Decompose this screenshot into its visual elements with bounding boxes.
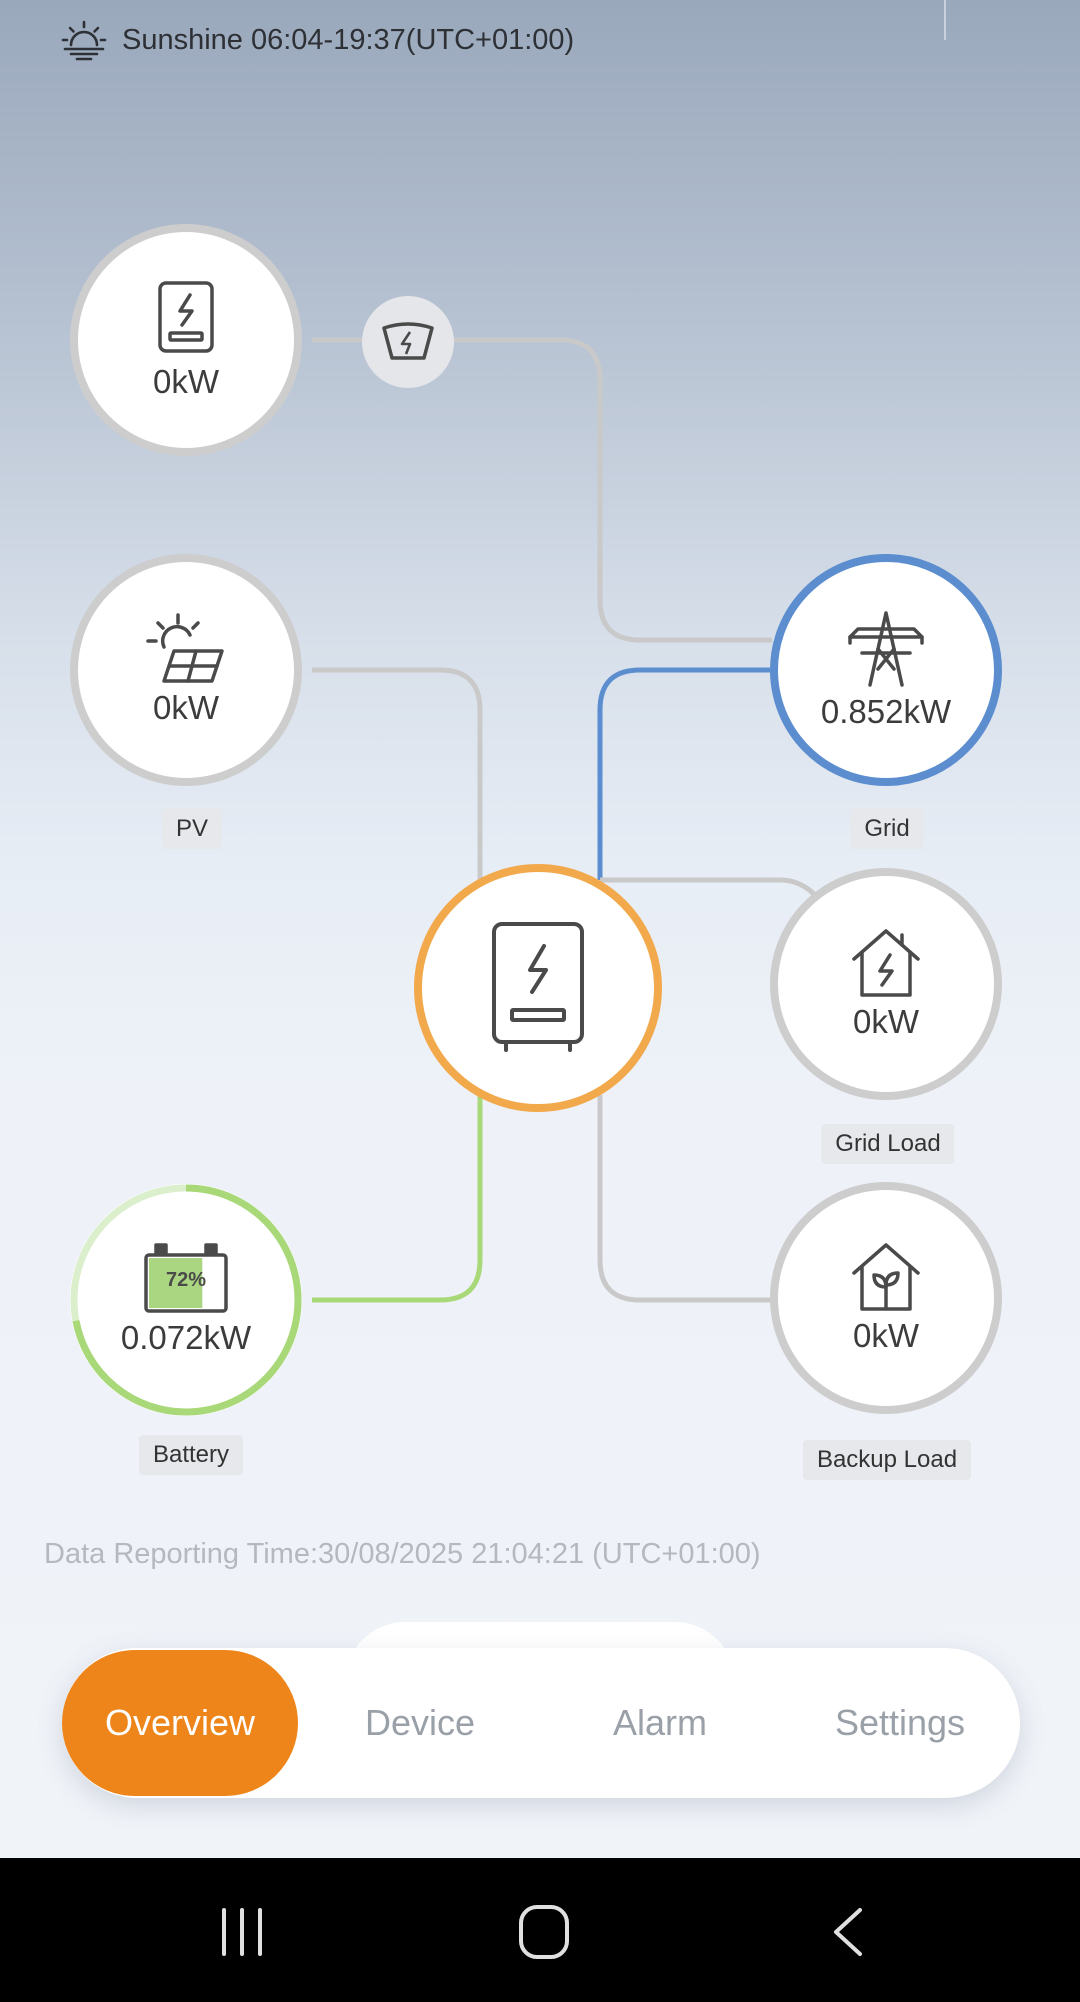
recent-apps-icon[interactable] bbox=[218, 1906, 268, 1958]
pv-power: 0kW bbox=[153, 689, 219, 726]
house-leaf-icon bbox=[850, 1241, 922, 1313]
flow-line-generator bbox=[312, 337, 772, 643]
inverter-icon bbox=[154, 279, 218, 359]
sunshine-status: Sunshine 06:04-19:37(UTC+01:00) bbox=[60, 18, 574, 62]
generator-node[interactable]: 0kW bbox=[70, 224, 302, 456]
backup-load-label: Backup Load bbox=[802, 1440, 972, 1480]
grid-load-power: 0kW bbox=[853, 1003, 919, 1040]
tab-settings[interactable]: Settings bbox=[834, 1702, 966, 1743]
inverter-icon bbox=[488, 920, 588, 1056]
backup-load-power: 0kW bbox=[853, 1317, 919, 1354]
solar-panel-icon bbox=[146, 613, 226, 685]
power-tower-icon bbox=[844, 609, 928, 689]
back-icon[interactable] bbox=[830, 1906, 866, 1958]
flow-line-pv bbox=[312, 667, 483, 880]
sunrise-icon bbox=[61, 20, 107, 61]
grid-power: 0.852kW bbox=[820, 693, 952, 730]
inverter-node[interactable] bbox=[414, 864, 662, 1112]
house-bolt-icon bbox=[850, 927, 922, 999]
tab-alarm[interactable]: Alarm bbox=[612, 1702, 707, 1743]
battery-icon: 72% bbox=[142, 1243, 230, 1315]
generator-power: 0kW bbox=[153, 363, 219, 400]
battery-node[interactable]: 72% 0.072kW bbox=[70, 1184, 302, 1416]
battery-soc-ring bbox=[70, 1184, 302, 1416]
grid-node[interactable]: 0.852kW bbox=[770, 554, 1002, 786]
meter-node[interactable] bbox=[362, 296, 454, 388]
tab-device[interactable]: Device bbox=[364, 1702, 476, 1743]
sunshine-text: Sunshine 06:04-19:37(UTC+01:00) bbox=[122, 23, 575, 56]
backup-load-node[interactable]: 0kW bbox=[770, 1182, 1002, 1414]
system-nav-bar bbox=[0, 1858, 1080, 2002]
flow-line-backup-load bbox=[597, 1095, 770, 1303]
meter-gauge-icon bbox=[382, 322, 434, 360]
tab-overview[interactable]: Overview bbox=[62, 1650, 298, 1796]
pv-node[interactable]: 0kW bbox=[70, 554, 302, 786]
flow-line-grid-load bbox=[600, 877, 817, 897]
data-reporting-time: Data Reporting Time:30/08/2025 21:04:21 … bbox=[44, 1538, 761, 1570]
grid-load-node[interactable]: 0kW bbox=[770, 868, 1002, 1100]
home-icon[interactable] bbox=[518, 1904, 570, 1960]
battery-soc-text: 72% bbox=[165, 1269, 207, 1291]
flow-line-battery bbox=[312, 1095, 483, 1303]
energy-flow-lines bbox=[312, 337, 817, 1303]
grid-load-label: Grid Load bbox=[821, 1124, 955, 1164]
flow-line-grid bbox=[597, 667, 770, 880]
grid-label: Grid bbox=[850, 809, 924, 849]
battery-power: 0.072kW bbox=[120, 1319, 252, 1356]
pv-label: PV bbox=[161, 809, 223, 849]
divider bbox=[944, 0, 946, 40]
battery-label: Battery bbox=[138, 1435, 244, 1475]
